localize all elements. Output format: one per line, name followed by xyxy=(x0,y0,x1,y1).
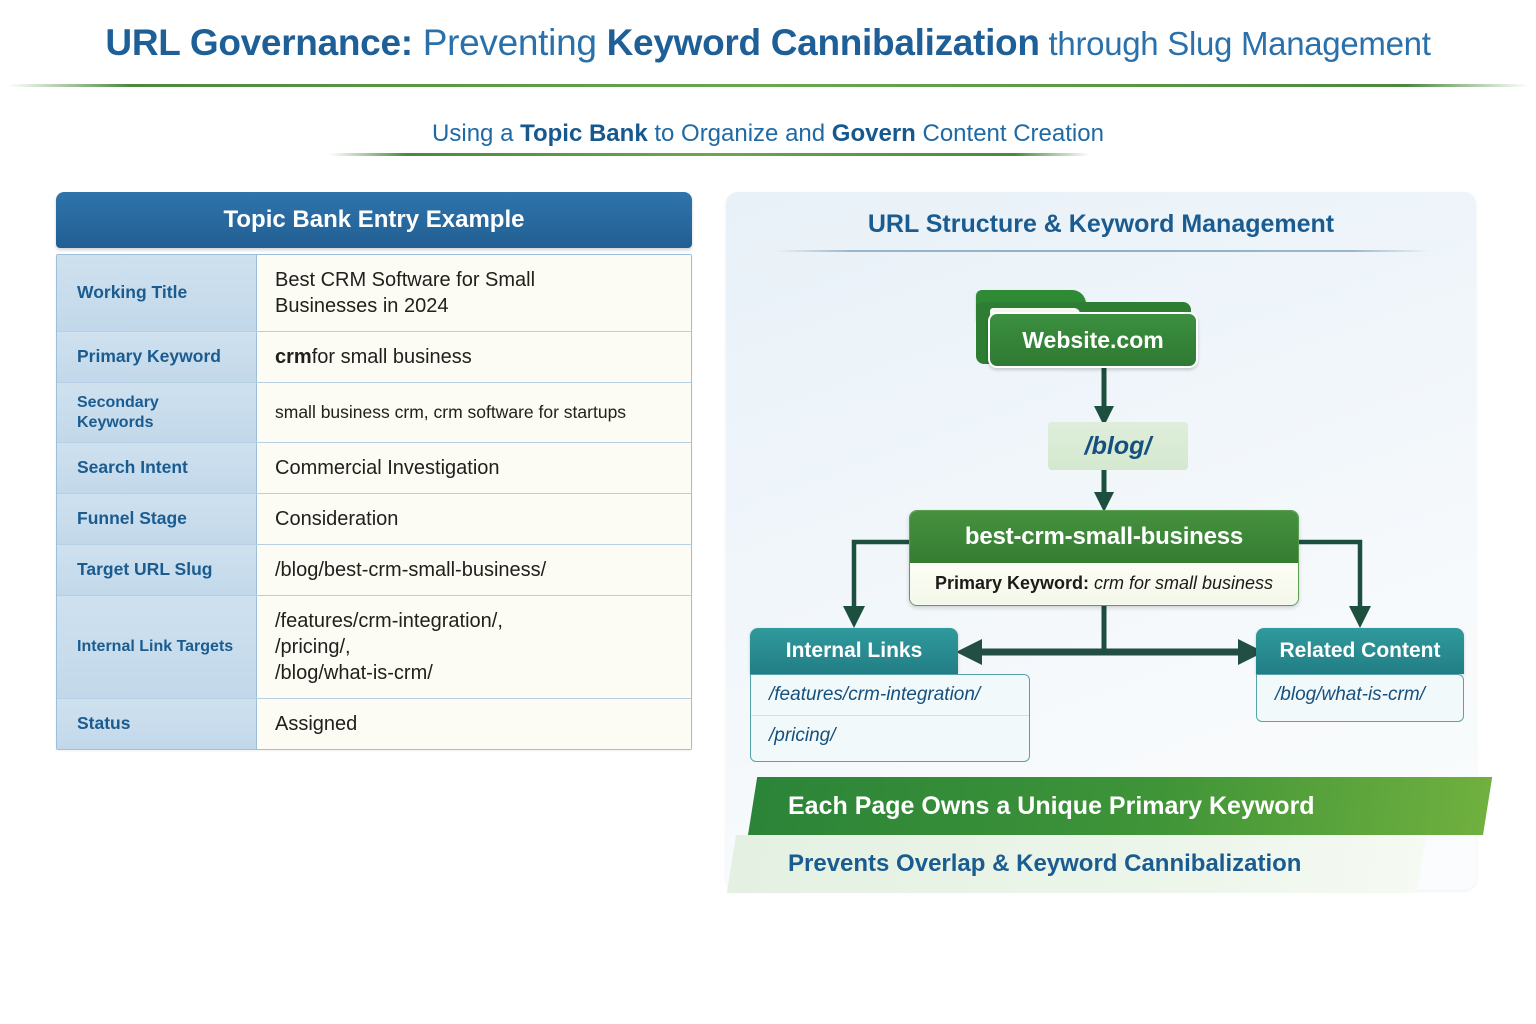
internal-links-header[interactable]: Internal Links xyxy=(750,628,958,674)
slug-node[interactable]: best-crm-small-business Primary Keyword:… xyxy=(909,510,1299,606)
page-header: URL Governance: Preventing Keyword Canni… xyxy=(0,0,1536,180)
table-row: Search Intent Commercial Investigation xyxy=(57,443,691,495)
website-node-label: Website.com xyxy=(1022,326,1164,353)
banner-bottom-text: Prevents Overlap & Keyword Cannibalizati… xyxy=(788,850,1302,877)
subtitle-part-c: to Organize and xyxy=(647,120,832,147)
row-value-search-intent: Commercial Investigation xyxy=(257,443,691,494)
page-title-part3: Keyword Cannibalization xyxy=(606,22,1040,63)
table-row: Funnel Stage Consideration xyxy=(57,494,691,546)
row-label-status: Status xyxy=(57,699,257,750)
slug-node-keyword-row: Primary Keyword:crm for small business xyxy=(910,563,1298,604)
subtitle-divider xyxy=(330,153,1090,156)
related-content-list: /blog/what-is-crm/ xyxy=(1256,674,1464,722)
related-content-title: Related Content xyxy=(1279,639,1441,662)
row-value-internal-link-targets: /features/crm-integration/, /pricing/, /… xyxy=(257,596,691,699)
website-folder-node[interactable]: Website.com xyxy=(976,290,1198,368)
row-label-search-intent: Search Intent xyxy=(57,443,257,494)
row-value-secondary-keywords: small business crm, crm software for sta… xyxy=(257,383,691,443)
table-row: Primary Keyword crm for small business xyxy=(57,332,691,383)
page-title-part2: Preventing xyxy=(412,22,607,63)
title-divider xyxy=(8,84,1528,87)
page-title-part1: URL Governance: xyxy=(105,22,413,63)
row-value-primary-keyword: crm for small business xyxy=(257,332,691,382)
subtitle-topic-bank: Topic Bank xyxy=(520,120,648,147)
row-value-working-title: Best CRM Software for Small Businesses i… xyxy=(257,255,691,331)
slug-node-label: best-crm-small-business xyxy=(964,523,1244,550)
slug-node-header: best-crm-small-business xyxy=(910,511,1298,563)
blog-path-node[interactable]: /blog/ xyxy=(1048,422,1188,470)
row-value-funnel-stage: Consideration xyxy=(257,494,691,545)
row-label-working-title: Working Title xyxy=(57,255,257,331)
subtitle-govern: Govern xyxy=(831,120,916,147)
table-body: Working Title Best CRM Software for Smal… xyxy=(56,254,692,751)
panel-title: URL Structure & Keyword Management xyxy=(867,210,1335,238)
table-row: Internal Link Targets /features/crm-inte… xyxy=(57,596,691,700)
page-title-part4: through Slug Management xyxy=(1039,25,1431,62)
table-row: Target URL Slug /blog/best-crm-small-bus… xyxy=(57,545,691,597)
row-label-funnel-stage: Funnel Stage xyxy=(57,494,257,545)
folder-front-icon: Website.com xyxy=(988,312,1198,368)
primary-keyword-rest: for small business xyxy=(311,346,472,368)
table-row: Working Title Best CRM Software for Smal… xyxy=(57,255,691,332)
list-item[interactable]: /features/crm-integration/ xyxy=(751,675,1029,716)
slug-primary-keyword-value: crm for small business xyxy=(1094,573,1274,593)
list-item[interactable]: /pricing/ xyxy=(769,725,836,746)
url-structure-panel: URL Structure & Keyword Management Websi… xyxy=(726,192,1493,893)
subtitle-part-a: Using a xyxy=(432,120,521,147)
list-item[interactable]: /blog/what-is-crm/ xyxy=(1275,684,1425,705)
row-value-status: Assigned xyxy=(257,699,691,750)
internal-links-list: /features/crm-integration/ /pricing/ xyxy=(750,674,1030,762)
primary-keyword-bold: crm xyxy=(275,346,312,368)
table-title: Topic Bank Entry Example xyxy=(56,192,692,248)
blog-node-label: /blog/ xyxy=(1084,431,1152,460)
row-value-target-url-slug: /blog/best-crm-small-business/ xyxy=(257,545,691,596)
page-title: URL Governance: Preventing Keyword Canni… xyxy=(0,22,1536,64)
topic-bank-table: Topic Bank Entry Example Working Title B… xyxy=(56,192,692,751)
table-row: Secondary Keywords small business crm, c… xyxy=(57,383,691,444)
summary-banner: Each Page Owns a Unique Primary Keyword … xyxy=(726,777,1516,895)
row-label-target-url-slug: Target URL Slug xyxy=(57,545,257,596)
row-label-internal-link-targets: Internal Link Targets xyxy=(57,596,257,699)
internal-links-title: Internal Links xyxy=(785,639,923,662)
row-label-primary-keyword: Primary Keyword xyxy=(57,332,257,382)
related-content-header[interactable]: Related Content xyxy=(1256,628,1464,674)
banner-top-text: Each Page Owns a Unique Primary Keyword xyxy=(788,791,1315,820)
table-row: Status Assigned xyxy=(57,699,691,750)
subtitle-part-e: Content Creation xyxy=(915,120,1104,147)
row-label-secondary-keywords: Secondary Keywords xyxy=(57,383,257,443)
panel-divider xyxy=(774,250,1430,252)
slug-primary-keyword-label: Primary Keyword: xyxy=(934,573,1089,593)
page-subtitle: Using a Topic Bank to Organize and Gover… xyxy=(0,120,1536,148)
